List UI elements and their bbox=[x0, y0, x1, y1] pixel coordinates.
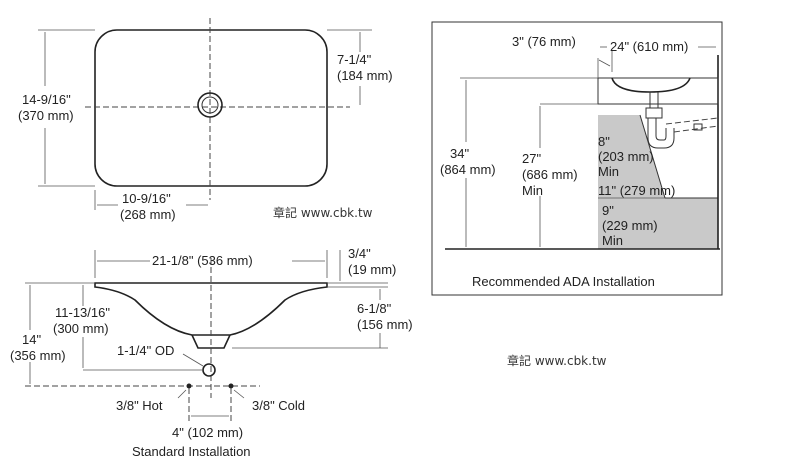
ada-panel: 34" (864 mm) 27" (686 mm) Min 3" (76 mm)… bbox=[431, 21, 723, 296]
half-depth-in: 7-1/4" bbox=[337, 52, 372, 67]
drain-od-label: 1-1/4" OD bbox=[117, 343, 174, 358]
knee-height-in: 27" bbox=[522, 151, 541, 166]
drain-inner bbox=[201, 96, 219, 114]
half-depth-mm: (184 mm) bbox=[337, 68, 393, 83]
bowl-depth-mm: (156 mm) bbox=[357, 317, 413, 332]
drain-offset-in: 10-9/16" bbox=[122, 191, 171, 206]
ada-frame bbox=[431, 21, 723, 296]
watermark-right: 章記 www.cbk.tw bbox=[507, 353, 607, 368]
toe-depth-label: 11" (279 mm) bbox=[598, 183, 675, 198]
knee-height-mm: (686 mm) bbox=[522, 167, 578, 182]
drain-height-mm: (300 mm) bbox=[53, 321, 109, 336]
ada-caption: Recommended ADA Installation bbox=[472, 274, 655, 289]
knee-height-min: Min bbox=[522, 183, 543, 198]
knee-toe-clearance bbox=[598, 115, 718, 249]
total-height-mm: (356 mm) bbox=[10, 348, 66, 363]
top-view: 14-9/16" (370 mm) 7-1/4" (184 mm) 10-9/1… bbox=[18, 18, 393, 222]
knee-depth-mm: (203 mm) bbox=[598, 149, 654, 164]
standard-caption: Standard Installation bbox=[132, 444, 251, 459]
drain-outer bbox=[197, 92, 223, 118]
toe-height-mm: (229 mm) bbox=[602, 218, 658, 233]
spacing-label: 4" (102 mm) bbox=[172, 425, 243, 440]
front-view: 21-1/8" (536 mm) 3/4" (19 mm) 6-1/8" (15… bbox=[10, 246, 413, 459]
rim-mm: (19 mm) bbox=[348, 262, 396, 277]
ada-height-in: 34" bbox=[450, 146, 469, 161]
length-mm: (370 mm) bbox=[18, 108, 74, 123]
length-in: 14-9/16" bbox=[22, 92, 71, 107]
hot-label: 3/8" Hot bbox=[116, 398, 163, 413]
ada-width-label: 24" (610 mm) bbox=[610, 39, 688, 54]
drain-height-in: 11-13/16" bbox=[55, 305, 110, 320]
ada-height-mm: (864 mm) bbox=[440, 162, 496, 177]
knee-depth-in: 8" bbox=[598, 134, 610, 149]
width-label: 21-1/8" (536 mm) bbox=[152, 253, 253, 268]
drain-offset-mm: (268 mm) bbox=[120, 207, 176, 222]
cold-label: 3/8" Cold bbox=[252, 398, 305, 413]
drain-od-circle bbox=[202, 363, 216, 377]
toe-height-in: 9" bbox=[602, 203, 614, 218]
ada-sink-bowl bbox=[611, 77, 691, 93]
rim-in: 3/4" bbox=[348, 246, 371, 261]
total-height-in: 14" bbox=[22, 332, 41, 347]
watermark-top: 章記 www.cbk.tw bbox=[273, 205, 373, 220]
toe-height-min: Min bbox=[602, 233, 623, 248]
knee-depth-min: Min bbox=[598, 164, 619, 179]
setback-label: 3" (76 mm) bbox=[512, 34, 576, 49]
sink-outline-top bbox=[94, 29, 328, 187]
bowl-depth-in: 6-1/8" bbox=[357, 301, 392, 316]
